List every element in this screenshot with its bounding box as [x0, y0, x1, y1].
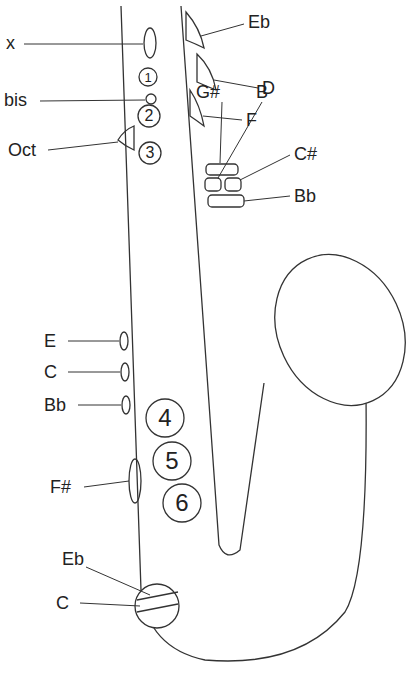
key-label: Oct	[8, 140, 36, 160]
b-key	[205, 178, 221, 191]
key-label: C#	[294, 144, 317, 164]
tone-hole-circle: 4	[145, 398, 185, 438]
key-label: C	[56, 593, 69, 613]
hole-number: 5	[152, 441, 192, 481]
tone-hole-circle: 5	[152, 441, 192, 481]
c-side-key	[121, 363, 129, 381]
octave-key	[118, 126, 134, 150]
hole-number: 3	[138, 141, 162, 165]
key-label: Eb	[248, 12, 270, 32]
g-sharp-key	[206, 164, 238, 175]
tone-hole-circle: 3	[138, 141, 162, 165]
x-key	[144, 28, 156, 58]
c-sharp-key	[225, 178, 241, 191]
bb-side-key	[122, 396, 130, 414]
low-key-cluster	[135, 584, 179, 628]
bell	[251, 233, 420, 427]
b-flat-key	[208, 195, 244, 207]
key-label: B	[256, 82, 268, 102]
key-label: C	[44, 362, 57, 382]
e-side-key	[120, 332, 128, 350]
leader-lines	[24, 24, 290, 606]
tone-hole-circle: 6	[162, 483, 202, 523]
hole-number: 4	[145, 398, 185, 438]
low-key-divider	[137, 592, 178, 612]
tone-hole-circle: 2	[137, 104, 161, 128]
key-label: Bb	[294, 186, 316, 206]
hole-number: 2	[137, 104, 161, 128]
key-label: G#	[196, 82, 220, 102]
body-inner	[181, 6, 264, 555]
key-label: x	[6, 33, 15, 53]
key-label: F#	[50, 477, 71, 497]
key-label: F	[246, 110, 257, 130]
bis-key	[146, 94, 156, 104]
eb-palm-key	[186, 12, 204, 48]
key-label: Bb	[44, 395, 66, 415]
hole-number: 1	[138, 67, 158, 87]
key-label: Eb	[62, 549, 84, 569]
hole-number: 6	[162, 483, 202, 523]
f-sharp-key	[129, 459, 141, 503]
key-label: E	[44, 331, 56, 351]
tone-hole-circle: 1	[138, 67, 158, 87]
key-label: bis	[4, 90, 27, 110]
